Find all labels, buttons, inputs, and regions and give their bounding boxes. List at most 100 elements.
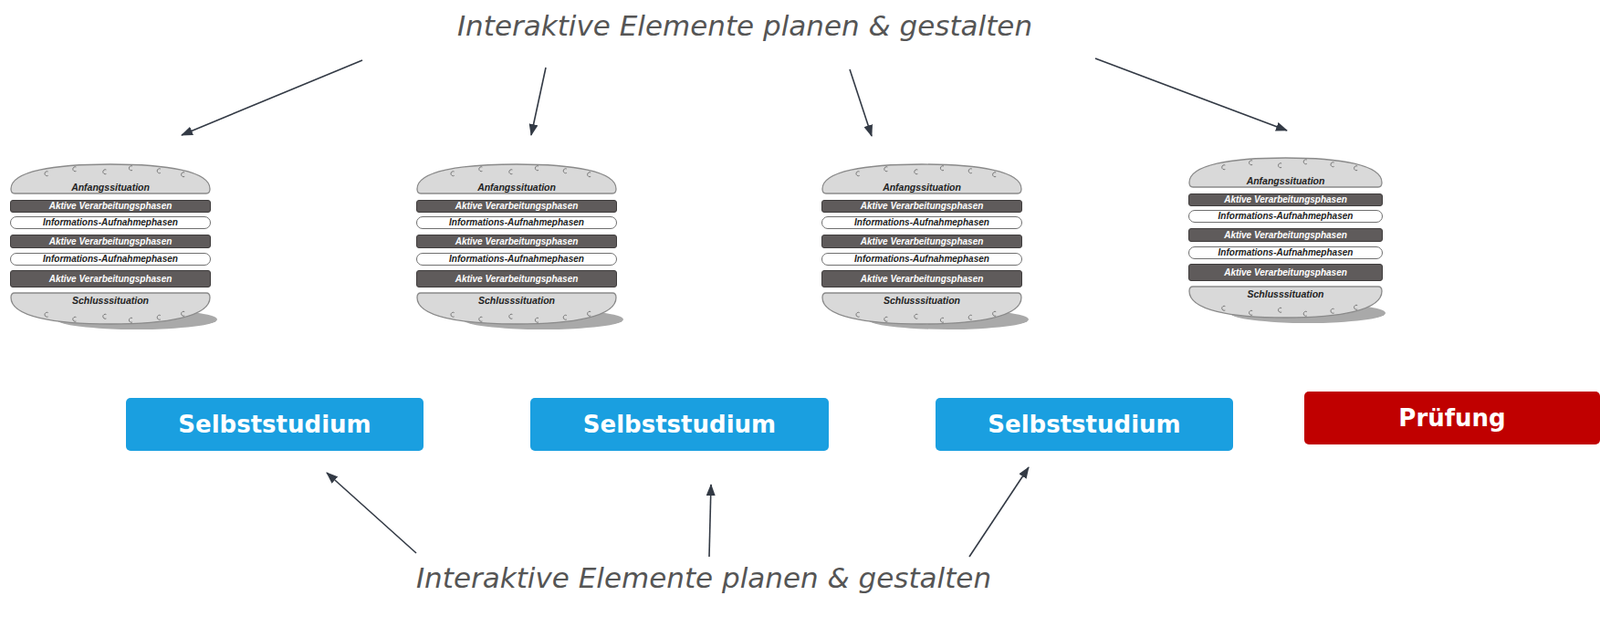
active-layer: Aktive Verarbeitungsphasen [1188,228,1383,242]
arrow [181,60,363,136]
sesame-seed [450,312,455,317]
sesame-seed [940,166,944,171]
layer-label: Aktive Verarbeitungsphasen [49,274,173,284]
input-layer: Informations-Aufnahmephasen [1188,246,1383,260]
sesame-seed [128,317,133,323]
active-layer: Aktive Verarbeitungsphasen [821,199,1023,213]
layer-label: Aktive Verarbeitungsphasen [860,201,984,211]
input-layer: Informations-Aufnahmephasen [416,252,617,266]
layer-label: Schlusssituation [1246,289,1324,300]
bun-shape [10,164,210,194]
sesame-seed [563,314,567,320]
input-layer: Informations-Aufnahmephasen [821,216,1023,230]
sesame-seed [856,171,860,177]
burger-shadows [56,303,1386,330]
sesame-seed [103,169,107,175]
layer-label: Informations-Aufnahmephasen [42,218,178,228]
sesame-seed [479,167,483,172]
phase-box: Selbststudium [530,397,829,451]
bun-bottom: Schlusssituation [10,292,211,325]
arrow [326,472,417,554]
layer-label: Aktive Verarbeitungsphasen [49,201,173,211]
layer-label: Aktive Verarbeitungsphasen [1223,268,1348,278]
box-label: Selbststudium [177,411,371,439]
sesame-seed [968,314,973,320]
layer-label: Anfangssituation [1246,176,1326,187]
sesame-seed [1249,160,1254,166]
bun-top: Anfangssituation [1188,156,1383,189]
box-label: Selbststudium [583,411,776,439]
layer-label: Anfangssituation [882,182,962,193]
bun-bottom: Schlusssituation [416,292,617,325]
sesame-seed [1330,162,1335,168]
sesame-seed [940,317,944,323]
sesame-seed [181,172,186,178]
layer-label: Anfangssituation [71,182,150,193]
layer-label: Aktive Verarbeitungsphasen [455,237,579,247]
sesame-seed [968,168,973,174]
sesame-seed [534,166,539,171]
box-label: Prüfung [1398,405,1506,432]
layer-label: Aktive Verarbeitungsphasen [860,237,984,247]
layer-label: Informations-Aufnahmephasen [854,218,990,228]
bun-shape [417,292,617,325]
phase-box: Selbststudium [125,397,424,451]
layer-label: Aktive Verarbeitungsphasen [1223,195,1348,205]
active-layer: Aktive Verarbeitungsphasen [1188,193,1383,207]
bun-bottom: Schlusssituation [821,292,1023,325]
sesame-seed [914,169,919,175]
sesame-seed [44,171,49,177]
sesame-seed [156,314,161,320]
phase-box: Prüfung [1304,391,1600,445]
box-label: Selbststudium [987,411,1181,439]
layer-label: Schlusssituation [883,295,961,306]
sesame-seed [1354,166,1359,171]
sesame-seed [1303,311,1308,316]
phase-box: Selbststudium [935,397,1234,451]
active-layer: Aktive Verarbeitungsphasen [416,199,617,213]
sesame-seed [587,311,592,316]
active-layer: Aktive Verarbeitungsphasen [416,234,617,249]
active-layer: Aktive Verarbeitungsphasen [821,234,1023,249]
sesame-seed [884,316,889,322]
sesame-seed [156,168,161,174]
sesame-seed [509,313,513,319]
layer-label: Informations-Aufnahmephasen [449,218,585,228]
arrow [849,69,872,136]
sesame-seed [856,312,860,317]
layer-label: Aktive Verarbeitungsphasen [455,201,579,211]
active-layer: Aktive Verarbeitungsphasen [1188,263,1383,282]
sesame-seed [509,169,513,175]
layer-label: Schlusssituation [478,295,555,306]
active-layer: Aktive Verarbeitungsphasen [416,270,617,288]
sesame-seed [993,172,997,178]
active-layer: Aktive Verarbeitungsphasen [10,270,211,288]
sesame-seed [884,167,889,172]
active-layer: Aktive Verarbeitungsphasen [10,234,211,249]
sesame-seed [1249,310,1254,315]
layer-label: Aktive Verarbeitungsphasen [455,274,579,284]
arrow [531,67,546,136]
bun-bottom: Schlusssituation [1188,285,1383,319]
input-layer: Informations-Aufnahmephasen [10,252,211,266]
bun-top: Anfangssituation [10,163,211,195]
input-layer: Informations-Aufnahmephasen [1188,209,1383,223]
sesame-seed [128,166,133,171]
layer-label: Aktive Verarbeitungsphasen [1223,230,1348,241]
annotation-label: Interaktive Elemente planen & gestalten [457,10,1033,43]
sesame-seed [44,312,49,317]
bun-shape [1189,286,1382,318]
bun-shape [822,292,1022,325]
layer-label: Informations-Aufnahmephasen [1218,211,1354,221]
layer-label: Informations-Aufnahmephasen [854,254,990,264]
input-layer: Informations-Aufnahmephasen [821,252,1023,266]
sesame-seed [1354,304,1359,310]
sesame-seed [73,316,77,322]
sesame-seed [450,171,455,177]
input-layer: Informations-Aufnahmephasen [416,216,617,230]
layer-label: Anfangssituation [477,182,556,193]
layer-label: Aktive Verarbeitungsphasen [860,274,984,284]
sesame-seed [181,311,186,316]
sesame-seed [1330,308,1335,314]
bun-shape [822,164,1022,194]
